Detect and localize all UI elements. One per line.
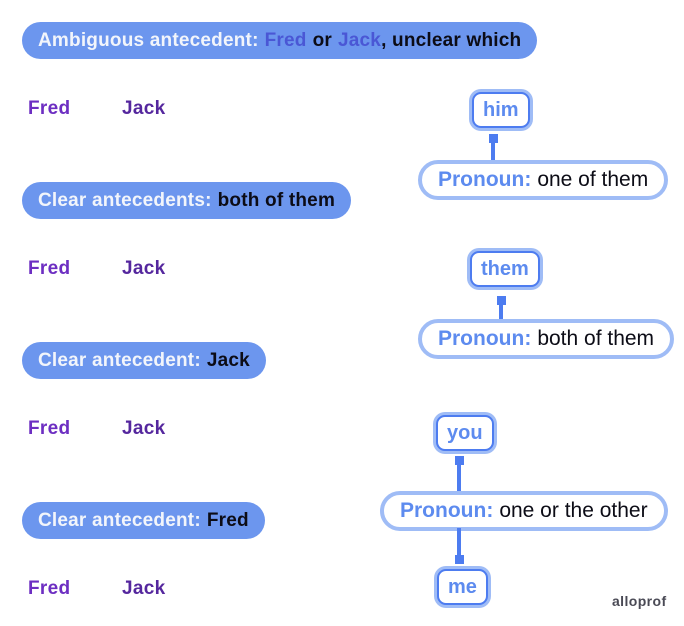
connector-line [457,465,461,491]
connector-line [491,143,495,161]
pronoun-value: one of them [537,168,649,191]
connector-node [497,296,506,305]
alloprof-watermark: alloprof [612,593,667,609]
name-jack: Jack [122,418,166,439]
name-fred: Fred [28,98,71,119]
clear-antecedents-pill: Clear antecedents:both of them [22,182,352,219]
pronoun-label-box-2: Pronoun:both of them [418,319,675,359]
banner-text-or: or [312,30,332,51]
clear-antecedent-fred-pill: Clear antecedent:Fred [22,502,265,539]
pronoun-prefix: Pronoun: [438,168,532,191]
name-fred: Fred [28,578,71,599]
pronoun-word-box-them: them [470,251,540,287]
pronoun-prefix: Pronoun: [400,499,494,522]
pronoun-word-box-him: him [472,92,530,128]
name-jack: Jack [122,578,166,599]
pill-label: Clear antecedent: [38,350,201,371]
pill-value: both of them [217,190,336,211]
clear-antecedent-jack-pill: Clear antecedent:Jack [22,342,266,379]
pill-value: Jack [206,350,250,371]
pill-label: Clear antecedent: [38,510,201,531]
connector-line [457,528,461,555]
connector-line [499,305,503,320]
pill-label: Clear antecedents: [38,190,212,211]
pronoun-word-box-you: you [436,415,494,451]
pronoun-prefix: Pronoun: [438,327,532,350]
name-jack: Jack [122,98,166,119]
banner-text-unclear: , unclear which [381,30,522,51]
pronoun-label-box-3: Pronoun:one or the other [380,491,668,531]
pronoun-label-box-1: Pronoun:one of them [418,160,669,200]
name-fred: Fred [28,258,71,279]
connector-node [455,555,464,564]
name-fred: Fred [28,418,71,439]
connector-node [455,456,464,465]
pronoun-value: both of them [537,327,655,350]
banner-text: Ambiguous antecedent: [38,30,259,51]
connector-node [489,134,498,143]
pill-value: Fred [206,510,249,531]
pronoun-value: one or the other [499,499,648,522]
banner-name-jack: Jack [338,30,382,51]
name-jack: Jack [122,258,166,279]
banner-name-fred: Fred [264,30,307,51]
pronoun-word-box-me: me [437,569,488,605]
